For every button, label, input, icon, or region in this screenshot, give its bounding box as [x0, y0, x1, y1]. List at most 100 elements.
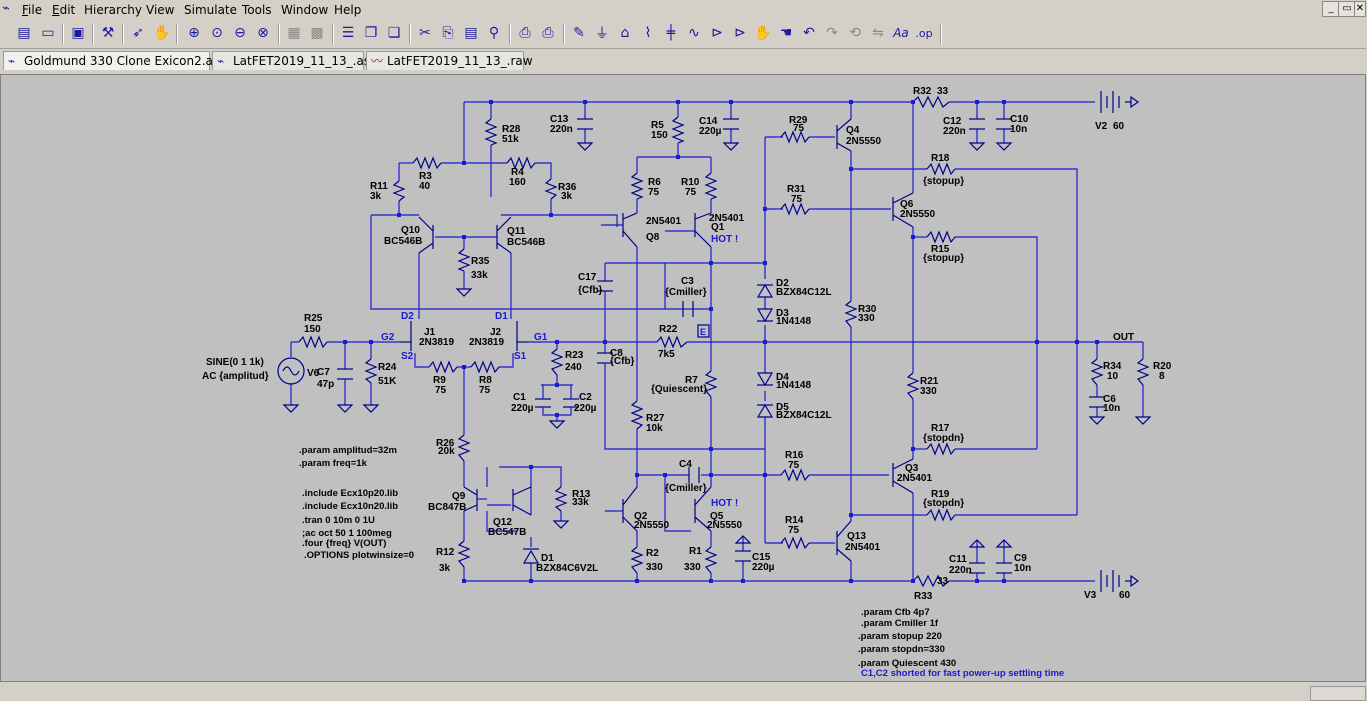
tab-goldmund-schematic[interactable]: ⌁ Goldmund 330 Clone Exicon2.asc [3, 51, 226, 70]
grid-icon[interactable]: ▩ [310, 25, 324, 41]
tile-vertical-icon[interactable]: ❏ [387, 25, 401, 41]
menu-hierarchy[interactable]: Hierarchy [84, 3, 143, 17]
label-net-icon[interactable]: ⌂ [620, 25, 630, 41]
val-r30: 330 [858, 313, 875, 324]
val-r16: 75 [788, 460, 800, 471]
ref-r24: R24 [378, 362, 397, 373]
cut-icon[interactable]: ✂ [419, 25, 431, 41]
status-bar [0, 684, 1366, 701]
ref-q12: Q12 [493, 517, 512, 528]
hot-label-q1: HOT ! [711, 234, 738, 245]
val-c14: 220µ [699, 126, 722, 137]
menu-bar: ⌁ File Edit Hierarchy View Simulate Tool… [0, 0, 1366, 20]
net-s2: S2 [401, 351, 414, 362]
find-binoculars-icon[interactable]: ⚲ [488, 25, 500, 41]
ref-q3: Q3 [905, 463, 919, 474]
tile-horizontal-icon[interactable]: ☰ [341, 25, 355, 41]
mirror-icon[interactable]: ⇋ [872, 25, 884, 41]
ref-q4: Q4 [846, 125, 860, 136]
save-icon[interactable]: ▣ [71, 25, 85, 41]
run-icon[interactable]: ➶ [132, 25, 144, 41]
menu-help[interactable]: Help [334, 3, 362, 17]
toolbar-separator [92, 24, 94, 44]
ref-d2: D2 [776, 278, 789, 289]
new-schematic-icon[interactable]: ▤ [17, 25, 31, 41]
val-r4: 160 [509, 177, 526, 188]
ref-j1: J1 [424, 327, 436, 338]
val-q11: BC546B [507, 237, 545, 248]
ref-r33: R33 [914, 591, 933, 602]
ground-icon[interactable]: ⏚ [595, 26, 609, 42]
val-c9: 10n [1014, 563, 1031, 574]
open-folder-icon[interactable]: ▭ [41, 25, 55, 41]
ref-c7: C7 [317, 367, 330, 378]
val-r34: 10 [1107, 371, 1119, 382]
tab-latfet-schematic[interactable]: ⌁ LatFET2019_11_13_.asc [212, 51, 377, 70]
close-button[interactable]: ✕ [1354, 1, 1366, 17]
tab-latfet-waveform[interactable]: 〰 LatFET2019_11_13_.raw [366, 51, 533, 70]
component-icon[interactable]: ⊳ [734, 25, 746, 41]
ref-q13: Q13 [847, 531, 866, 542]
val-c3: {Cmiller} [665, 287, 707, 298]
val-c17: {Cfb} [578, 285, 603, 296]
move-hand-icon[interactable]: ✋ [754, 25, 772, 41]
menu-simulate[interactable]: Simulate [184, 3, 238, 17]
val-r33: 33 [937, 576, 949, 587]
net-g1: G1 [534, 332, 548, 343]
toolbar-separator [332, 24, 334, 44]
print-icon[interactable]: ⎙ [542, 25, 554, 41]
ref-r29: R29 [789, 115, 808, 126]
menu-view[interactable]: View [146, 3, 175, 17]
ref-r27: R27 [646, 413, 665, 424]
print-preview-icon[interactable]: ⎙ [519, 25, 531, 41]
autoroute-icon[interactable]: ▦ [287, 25, 301, 41]
menu-tools[interactable]: Tools [242, 3, 272, 17]
inductor-icon[interactable]: ∿ [688, 25, 700, 41]
copy-icon[interactable]: ⎘ [442, 25, 454, 41]
val-r35: 33k [471, 270, 488, 281]
zoom-out-icon[interactable]: ⊖ [234, 25, 246, 41]
cascade-icon[interactable]: ❐ [364, 25, 378, 41]
val-c2: 220µ [574, 403, 597, 414]
schematic-canvas[interactable]: .w{stroke:#1a1ad0;stroke-width:1.2;fill:… [0, 74, 1366, 682]
ref-r36: R36 [558, 182, 577, 193]
zoom-cancel-icon[interactable]: ⊗ [257, 25, 269, 41]
toolbar: ▤ ▭ ▣ ⚒ ➶ ✋ ⊕ ⊙ ⊖ ⊗ ▦ ▩ ☰ ❐ ❏ ✂ ⎘ ▤ ⚲ ⎙ … [0, 20, 1366, 49]
val-c6: 10n [1103, 403, 1120, 414]
capacitor-icon[interactable]: ╪ [666, 25, 676, 41]
val-r32: 33 [937, 86, 949, 97]
zoom-in-icon[interactable]: ⊕ [188, 25, 200, 41]
control-panel-icon[interactable]: ⚒ [101, 25, 115, 41]
halt-hand-icon[interactable]: ✋ [153, 25, 171, 41]
rotate-icon[interactable]: ⟲ [849, 25, 861, 41]
text-icon[interactable]: Aa [893, 26, 909, 40]
diode-icon[interactable]: ⊳ [711, 25, 723, 41]
drag-hand-icon[interactable]: ☚ [779, 25, 793, 41]
ref-q10: Q10 [401, 225, 420, 236]
spice-directive-icon[interactable]: .op [915, 26, 933, 40]
directive-include2: .include Ecx10n20.lib [302, 501, 398, 512]
ref-r20: R20 [1153, 361, 1172, 372]
val-j2: 2N3819 [469, 337, 504, 348]
menu-edit[interactable]: Edit [52, 3, 76, 17]
draw-wire-pencil-icon[interactable]: ✎ [573, 25, 585, 41]
ref-r21: R21 [920, 376, 939, 387]
val-r19: {stopdn} [923, 498, 964, 509]
resistor-icon[interactable]: ⌇ [644, 25, 652, 41]
ref-c1: C1 [513, 392, 526, 403]
spice-directives: .param amplitud=32m .param freq=1k .incl… [299, 445, 1064, 679]
ref-q6: Q6 [900, 199, 914, 210]
source-sine: SINE(0 1 1k) [206, 357, 264, 368]
menu-window[interactable]: Window [281, 3, 329, 17]
ref-v6: V6 [307, 368, 320, 379]
undo-icon[interactable]: ↶ [803, 25, 815, 41]
menu-file[interactable]: File [22, 3, 43, 17]
val-r22: 7k5 [658, 349, 675, 360]
paste-icon[interactable]: ▤ [464, 25, 478, 41]
redo-icon[interactable]: ↷ [826, 25, 838, 41]
zoom-fit-icon[interactable]: ⊙ [211, 25, 223, 41]
toolbar-separator [940, 24, 942, 44]
ref-r16: R16 [785, 450, 804, 461]
val-r12: 3k [439, 563, 451, 574]
